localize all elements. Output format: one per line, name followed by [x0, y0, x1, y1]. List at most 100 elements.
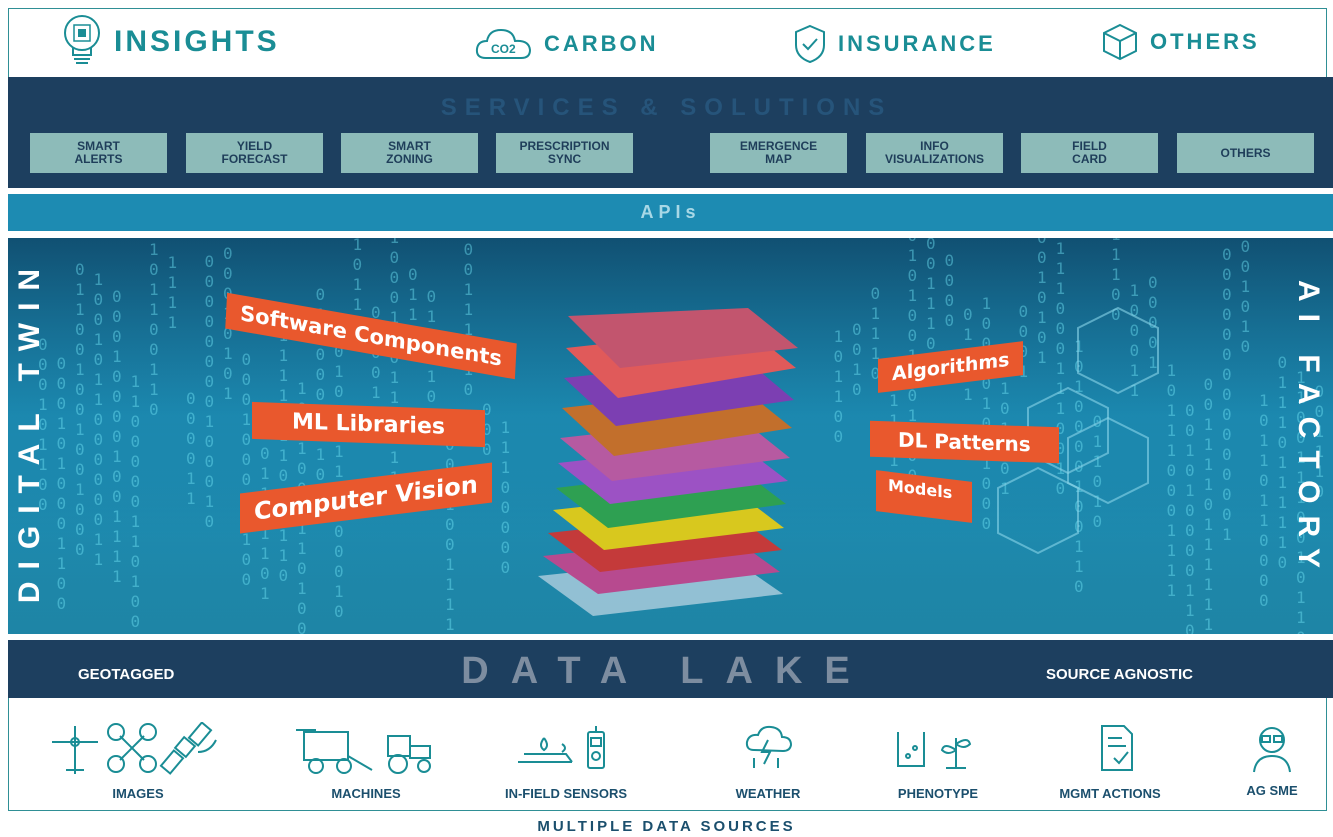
binary-digit: 0 — [445, 535, 455, 554]
binary-digit: 1 — [1111, 265, 1121, 284]
service-info-visualizations[interactable]: INFO VISUALIZATIONS — [866, 133, 1003, 173]
binary-digit: 1 — [1204, 515, 1214, 534]
binary-digit: 1 — [260, 464, 270, 483]
binary-digit: 0 — [1259, 591, 1269, 610]
binary-digit: 0 — [75, 440, 85, 459]
binary-digit: 1 — [1204, 475, 1214, 494]
binary-digit: 1 — [1259, 451, 1269, 470]
binary-digit: 0 — [1037, 238, 1047, 247]
binary-digit: 0 — [982, 514, 992, 533]
binary-digit: 1 — [1130, 281, 1140, 300]
binary-digit: 0 — [1222, 325, 1232, 344]
binary-digit: 1 — [445, 615, 455, 634]
binary-digit: 0 — [445, 515, 455, 534]
binary-digit: 0 — [149, 400, 159, 419]
binary-digit: 1 — [1056, 359, 1066, 378]
binary-digit: 1 — [1056, 239, 1066, 258]
binary-digit: 1 — [1093, 452, 1103, 471]
binary-digit: 1 — [871, 344, 881, 363]
tag-dl-patterns: DL Patterns — [870, 420, 1059, 464]
binary-digit: 0 — [242, 350, 252, 369]
binary-digit: 0 — [482, 400, 492, 419]
binary-digit: 0 — [1000, 399, 1010, 418]
digital-twin-label: DIGITAL TWIN — [13, 256, 46, 604]
binary-digit: 0 — [1167, 481, 1177, 500]
document-check-icon — [1101, 725, 1133, 771]
service-emergence-map[interactable]: EMERGENCE MAP — [710, 133, 847, 173]
binary-digit: 0 — [1296, 408, 1306, 427]
binary-digit: 1 — [1204, 555, 1214, 574]
binary-digit: 0 — [186, 449, 196, 468]
service-smart-zoning[interactable]: SMART ZONING — [341, 133, 478, 173]
source-weather-label: WEATHER — [735, 786, 801, 801]
binary-digit: 0 — [982, 494, 992, 513]
binary-digit: 1 — [297, 439, 307, 458]
binary-digit: 0 — [1222, 385, 1232, 404]
binary-digit: 1 — [75, 280, 85, 299]
binary-digit: 1 — [889, 391, 899, 410]
binary-digit: 1 — [926, 294, 936, 313]
binary-digit: 0 — [371, 363, 381, 382]
binary-digit: 0 — [334, 522, 344, 541]
binary-digit: 1 — [168, 273, 178, 292]
shield-check-icon — [795, 24, 825, 64]
sprout-icon — [940, 738, 972, 769]
binary-digit: 1 — [1204, 575, 1214, 594]
satellite-icon — [159, 722, 217, 775]
binary-digit: 0 — [260, 444, 270, 463]
binary-digit: 0 — [205, 272, 215, 291]
binary-digit: 0 — [131, 612, 141, 631]
binary-digit: 1 — [297, 519, 307, 538]
binary-digit: 0 — [131, 492, 141, 511]
binary-digit: 0 — [834, 407, 844, 426]
binary-digit: 1 — [1296, 448, 1306, 467]
service-field-card[interactable]: FIELD CARD — [1021, 133, 1158, 173]
binary-digit: 1 — [1222, 525, 1232, 544]
binary-digit: 1 — [168, 313, 178, 332]
binary-digit: 1 — [1167, 581, 1177, 600]
top-frame — [8, 8, 1327, 79]
carbon-label: CARBON — [544, 31, 659, 56]
binary-digit: 1 — [353, 275, 363, 294]
binary-digit: 0 — [205, 352, 215, 371]
binary-digit: 0 — [75, 380, 85, 399]
binary-digit: 1 — [1000, 479, 1010, 498]
binary-digit: 1 — [334, 442, 344, 461]
binary-digit: 0 — [131, 592, 141, 611]
binary-digit: 1 — [186, 469, 196, 488]
binary-digit: 0 — [1056, 339, 1066, 358]
binary-digit: 1 — [112, 447, 122, 466]
binary-digit: 1 — [1204, 595, 1214, 614]
binary-digit: 1 — [279, 386, 289, 405]
binary-digit: 1 — [149, 360, 159, 379]
binary-digit: 0 — [1148, 333, 1158, 352]
binary-digit: 1 — [75, 300, 85, 319]
geotagged-label: GEOTAGGED — [78, 666, 175, 683]
binary-digit: 0 — [1037, 288, 1047, 307]
expert-person-icon — [1253, 727, 1291, 773]
binary-digit: 1 — [1315, 462, 1325, 481]
binary-digit: 1 — [926, 314, 936, 333]
binary-digit: 0 — [57, 594, 67, 613]
binary-digit: 0 — [131, 432, 141, 451]
service-prescription-sync[interactable]: PRESCRIPTION SYNC — [496, 133, 633, 173]
beaker-icon — [897, 732, 925, 767]
quadcopter-icon — [107, 723, 157, 773]
service-others[interactable]: OTHERS — [1177, 133, 1314, 173]
binary-digit: 0 — [1074, 577, 1084, 596]
binary-digit: 0 — [38, 375, 48, 394]
binary-digit: 0 — [334, 342, 344, 361]
binary-digit: 1 — [57, 534, 67, 553]
service-smart-alerts[interactable]: SMART ALERTS — [30, 133, 167, 173]
binary-digit: 0 — [1278, 353, 1288, 372]
binary-digit: 1 — [1259, 391, 1269, 410]
binary-digit: 0 — [1222, 345, 1232, 364]
binary-digit: 0 — [1185, 501, 1195, 520]
binary-digit: 1 — [1130, 361, 1140, 380]
binary-digit: 1 — [353, 295, 363, 314]
binary-digit: 0 — [316, 465, 326, 484]
service-yield-forecast[interactable]: YIELD FORECAST — [186, 133, 323, 173]
binary-digit: 0 — [926, 254, 936, 273]
binary-digit: 1 — [1111, 238, 1121, 244]
binary-digit: 0 — [242, 450, 252, 469]
